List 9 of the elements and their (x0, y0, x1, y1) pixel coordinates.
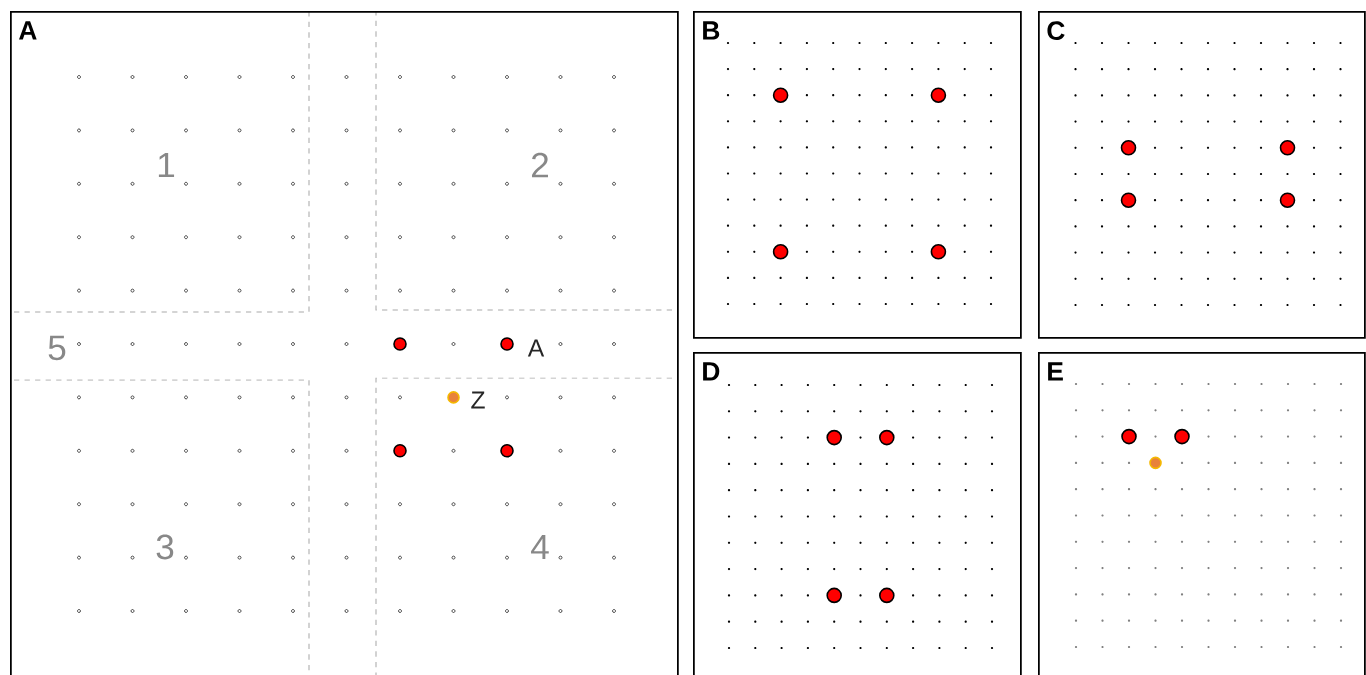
point-label: A (527, 339, 545, 357)
region-number: 1 (158, 152, 175, 178)
point-label: Z (471, 391, 485, 409)
panel: C (1038, 11, 1366, 339)
region-number: 3 (156, 534, 174, 560)
region-number: 4 (531, 534, 549, 560)
region-number: 5 (48, 335, 66, 361)
region-number: 2 (532, 152, 548, 178)
panel: B (693, 11, 1022, 339)
